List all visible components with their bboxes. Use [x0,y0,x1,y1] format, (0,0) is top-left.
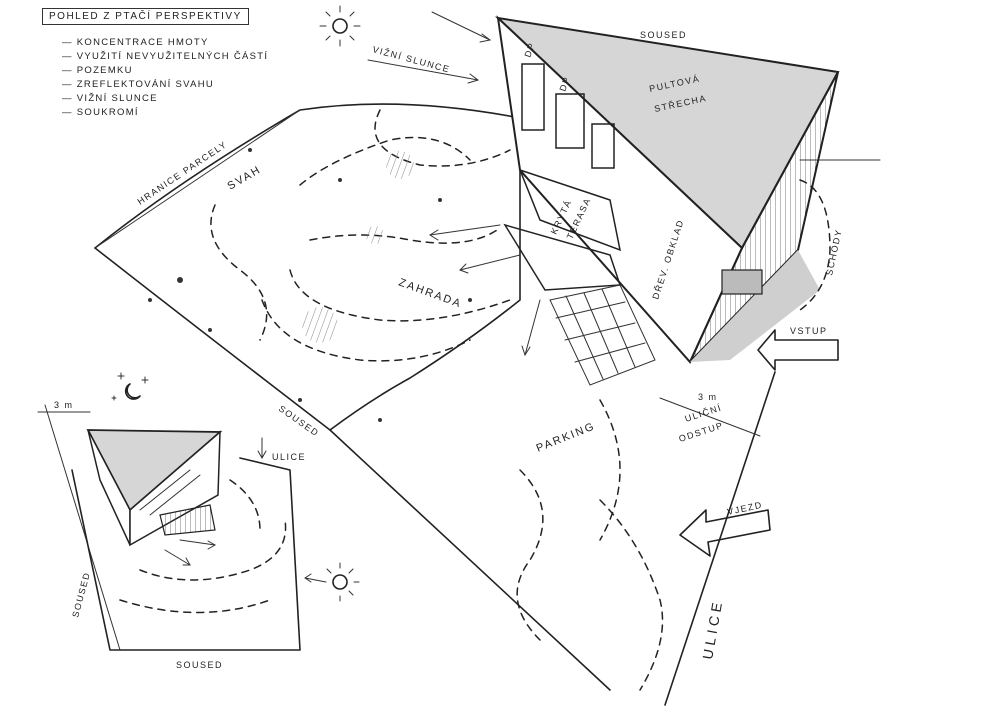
sun-label: VIŽNÍ SLUNCE [371,44,451,74]
dp-label: DP [557,75,572,93]
inset-contour [119,599,271,614]
inset-window [139,469,201,516]
contour-lines [210,109,664,691]
garden-arrow-icon [429,224,541,357]
legend-item: KONCENTRACE HMOTY [62,36,262,50]
dimension-line [659,397,761,437]
vstup-label: VSTUP [790,326,828,336]
svah-label: SVAH [226,164,264,193]
inset-contour [139,519,287,581]
legend-item: ZREFLEKTOVÁNÍ SVAHU [62,78,262,92]
inset-soused-left: SOUSED [70,571,92,619]
window [591,123,615,169]
moon-icon [124,383,141,400]
legend-item: VIŽNÍ SLUNCE [62,92,262,106]
soused-left-label: SOUSED [277,403,321,438]
vstup-arrow-icon [757,329,839,371]
legend-item: SOUKROMÍ [62,106,262,120]
sun-arrow-icon [367,11,492,84]
sun-icon [319,5,361,47]
inset-terrace [159,504,216,536]
inset-plot [71,457,301,651]
dist-label: 3 m [698,392,718,402]
hranice-line [94,109,301,249]
street-line [664,371,776,706]
inset-boundary-left [44,404,121,651]
inset-ulice-label: ULICE [272,452,306,462]
zahrada-label: ZAHRADA [397,277,464,311]
plot-left-edge [94,247,611,691]
inset-contour [229,479,261,531]
inset-facade [129,430,221,547]
house-shadow [690,250,820,362]
parking-label: PARKING [535,420,598,455]
inset-sketch: 3 m ULICE SOUSED SOUSED [37,372,360,670]
hranice-label: HRANICE PARCELY [136,139,230,207]
vegetation [148,148,472,422]
inset-arrow-icon [164,437,267,566]
sun-icon [304,562,360,602]
window [555,93,585,149]
parking-outline [599,399,621,541]
entrance-door [721,269,763,295]
terrace [518,168,622,252]
window [521,63,545,131]
dp-label: DP [522,41,537,59]
stairs-outline [799,179,831,311]
paving [549,284,656,386]
odstup-label: ODSTUP [678,420,725,444]
schody-label: SCHODY [824,228,844,277]
vjezd-arrow-icon [679,509,771,557]
legend-item: VYUŽITÍ NEVYUŽITELNÝCH ČÁSTÍ [62,50,267,64]
legend-item: POZEMKU [62,64,262,78]
legend: POHLED Z PTAČÍ PERSPEKTIVY KONCENTRACE H… [42,8,267,120]
ulice-label: ULICE [699,597,725,660]
plot-boundary [94,103,521,431]
inset-soused-bottom: SOUSED [176,660,223,670]
legend-title: POHLED Z PTAČÍ PERSPEKTIVY [42,8,249,25]
inset-dist-label: 3 m [54,400,74,410]
star-icon [111,372,149,401]
house [494,15,840,386]
soused-top-label: SOUSED [640,30,687,40]
